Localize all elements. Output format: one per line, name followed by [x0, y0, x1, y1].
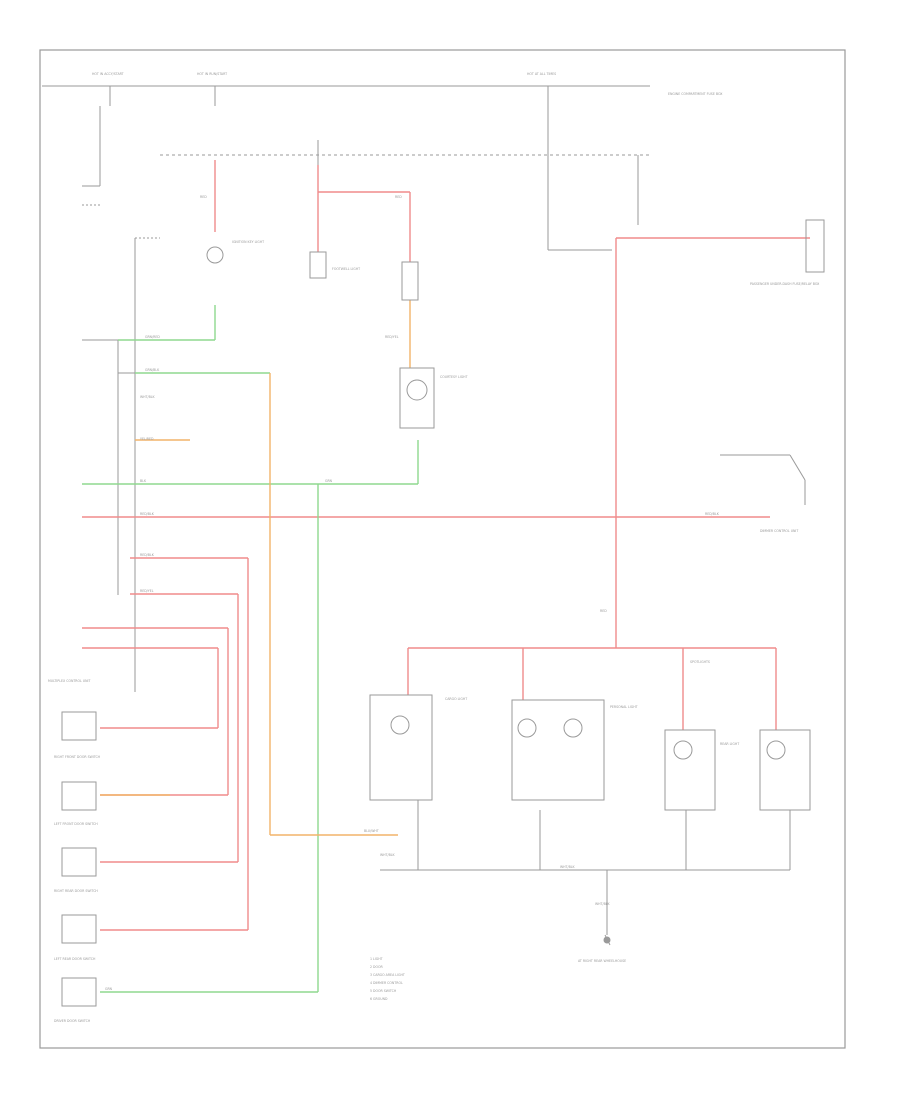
wire-label-wht-blk-2: WHT/BLK: [380, 853, 396, 857]
passenger-fuse-box-label: PASSENGER UNDER-DASH FUSE/RELAY BOX: [750, 282, 820, 286]
ground-point-label: AT RIGHT REAR WHEELHOUSE: [578, 959, 626, 963]
fuse-label-hot: HOT AT ALL TIMES: [527, 72, 556, 76]
lf-door-switch-label: LEFT FRONT DOOR SWITCH: [54, 822, 98, 826]
lr-door-switch-label: LEFT REAR DOOR SWITCH: [54, 957, 96, 961]
legend-item-4: 4 DIMMER CONTROL: [370, 981, 403, 985]
fuse-label-run: HOT IN RUN/START: [197, 72, 227, 76]
personal-light-label: PERSONAL LIGHT: [610, 705, 638, 709]
legend-item-6: 6 GROUND: [370, 997, 388, 1001]
wire-label-red-blk-right: RED/BLK: [705, 512, 720, 516]
wire-label-red-right: RED: [600, 609, 607, 613]
rr-door-switch-label: RIGHT REAR DOOR SWITCH: [54, 889, 98, 893]
wire-label-red-blk-2: RED/BLK: [140, 553, 155, 557]
wire-label-blu-wht: BLU/WHT: [364, 829, 379, 833]
wire-label-red-yel-2: RED/YEL: [140, 589, 154, 593]
multiplex-label: MULTIPLEX CONTROL UNIT: [48, 679, 90, 683]
wire-label-grn-2: GRN: [105, 987, 113, 991]
orange-wires: [100, 300, 411, 836]
legend-item-3: 3 CARGO AREA LIGHT: [370, 973, 405, 977]
legend-item-1: 1 LIGHT: [370, 957, 383, 961]
text-labels: HOT IN ACCY/START HOT IN RUN/START HOT A…: [48, 72, 820, 1023]
diagram-frame: [39, 49, 846, 1049]
wire-label-red-blk: RED/BLK: [140, 512, 155, 516]
red-wires: [82, 160, 810, 931]
legend-item-5: 5 DOOR SWITCH: [370, 989, 397, 993]
rear-light-label: REAR LIGHT: [720, 742, 739, 746]
wire-label-wht-blk-3: WHT/BLK: [560, 865, 576, 869]
wire-label-red-yel: RED/YEL: [385, 335, 399, 339]
fuse-label-accy: HOT IN ACCY/START: [92, 72, 124, 76]
ground-wires: [380, 454, 806, 935]
wire-label-wht-blk: WHT/BLK: [140, 395, 156, 399]
components: [61, 219, 825, 1007]
driver-door-switch-label: DRIVER DOOR SWITCH: [54, 1019, 91, 1023]
wire-label-yel-red: YEL/RED: [140, 437, 154, 441]
wire-label-grn-red: GRN/RED: [145, 335, 160, 339]
cargo-light-label: CARGO LIGHT: [445, 697, 467, 701]
wire-label-red-2: RED: [395, 195, 402, 199]
ignition-key-light-label: IGNITION KEY LIGHT: [232, 240, 264, 244]
legend-item-2: 2 DOOR: [370, 965, 384, 969]
footwell-light-label: FOOTWELL LIGHT: [332, 267, 360, 271]
courtesy-light-label: COURTESY LIGHT: [440, 375, 468, 379]
power-bus-lines: [42, 85, 650, 251]
dimmer-control-label: DIMMER CONTROL UNIT: [760, 529, 798, 533]
green-wires: [82, 305, 419, 993]
wire-label-wht-blk-4: WHT/BLK: [595, 902, 611, 906]
wire-label-red-1: RED: [200, 195, 207, 199]
rf-door-switch-label: RIGHT FRONT DOOR SWITCH: [54, 755, 101, 759]
wire-label-blk: BLK: [140, 479, 147, 483]
spotlights-label: SPOTLIGHTS: [690, 660, 710, 664]
wire-label-grn: GRN: [325, 479, 333, 483]
legend: 1 LIGHT 2 DOOR 3 CARGO AREA LIGHT 4 DIMM…: [370, 957, 405, 1001]
engine-fuse-box-label: ENGINE COMPARTMENT FUSE BOX: [668, 92, 723, 96]
wire-label-grn-blk: GRN/BLK: [145, 368, 160, 372]
